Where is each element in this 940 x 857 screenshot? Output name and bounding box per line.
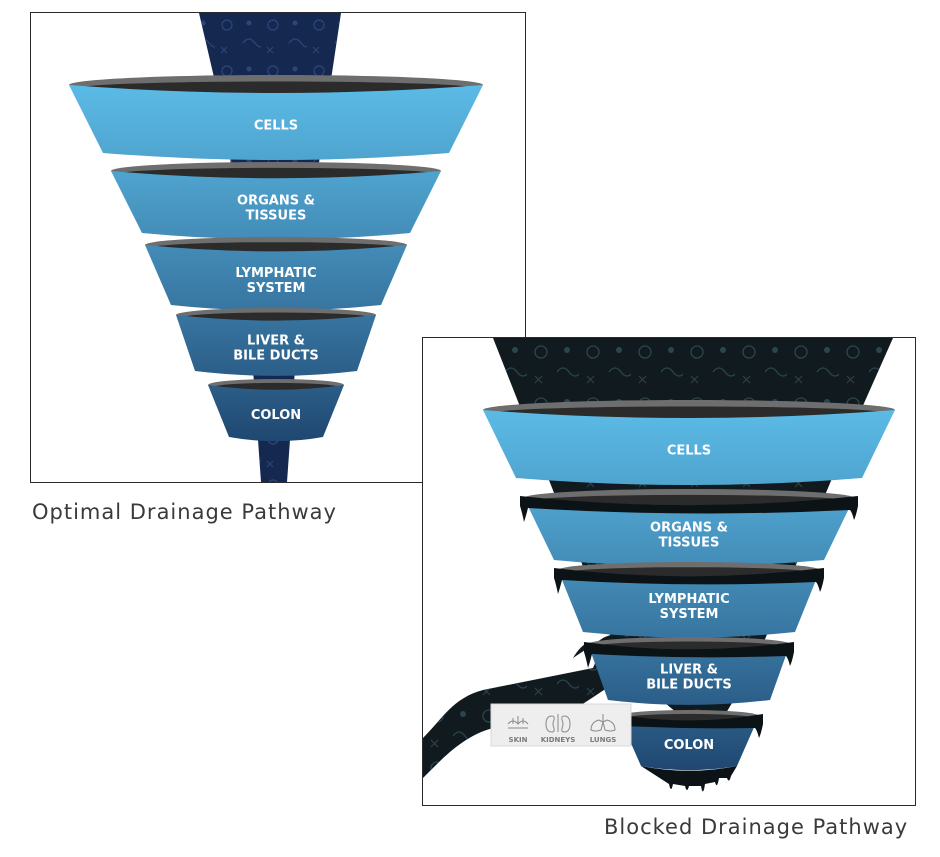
optimal-band-5-label: COLON <box>251 408 301 423</box>
optimal-band-4: LIVER &BILE DUCTS <box>176 308 376 376</box>
optimal-band-5: COLON <box>208 379 344 442</box>
organ-label-kidneys: KIDNEYS <box>541 736 576 744</box>
blocked-band-4-label: BILE DUCTS <box>646 677 732 692</box>
blocked-band-2-label: ORGANS & <box>650 520 728 535</box>
blocked-band-3-label: LYMPHATIC <box>648 592 729 607</box>
blocked-band-5-label: COLON <box>664 738 714 753</box>
skin-icon <box>507 716 529 729</box>
blocked-band-2-label: TISSUES <box>659 535 720 550</box>
blocked-blockage-drip-bottom <box>641 766 737 792</box>
organ-outlet-box: SKIN KIDNEYS LUNGS <box>490 703 632 747</box>
blocked-band-1: CELLS <box>483 400 895 485</box>
blocked-band-5: COLON <box>615 710 763 771</box>
organ-label-lungs: LUNGS <box>590 736 617 744</box>
optimal-band-1-label: CELLS <box>254 119 298 134</box>
blocked-band-4-label: LIVER & <box>660 662 718 677</box>
blocked-caption: Blocked Drainage Pathway <box>604 815 909 839</box>
optimal-caption: Optimal Drainage Pathway <box>32 500 337 524</box>
optimal-band-2-label: TISSUES <box>246 208 307 223</box>
optimal-band-1: CELLS <box>69 75 483 160</box>
blocked-blockage-drip-3 <box>554 568 824 594</box>
lungs-icon <box>590 714 616 732</box>
optimal-band-4-label: LIVER & <box>247 333 305 348</box>
blocked-band-3-label: SYSTEM <box>660 607 719 622</box>
optimal-band-3-label: LYMPHATIC <box>235 266 316 281</box>
optimal-band-3-label: SYSTEM <box>247 281 306 296</box>
optimal-band-2: ORGANS &TISSUES <box>111 162 441 240</box>
optimal-band-2-label: ORGANS & <box>237 193 315 208</box>
organ-label-skin: SKIN <box>509 736 528 744</box>
blocked-band-1-label: CELLS <box>667 444 711 459</box>
blocked-band-4: LIVER &BILE DUCTS <box>584 637 794 705</box>
optimal-band-4-label: BILE DUCTS <box>233 348 319 363</box>
kidneys-icon <box>545 714 571 733</box>
blocked-blockage-drip-5 <box>615 714 763 740</box>
blocked-band-2: ORGANS &TISSUES <box>520 489 858 567</box>
blocked-blockage-drip-4 <box>584 642 794 668</box>
blocked-blockage-drip-2 <box>520 496 858 522</box>
